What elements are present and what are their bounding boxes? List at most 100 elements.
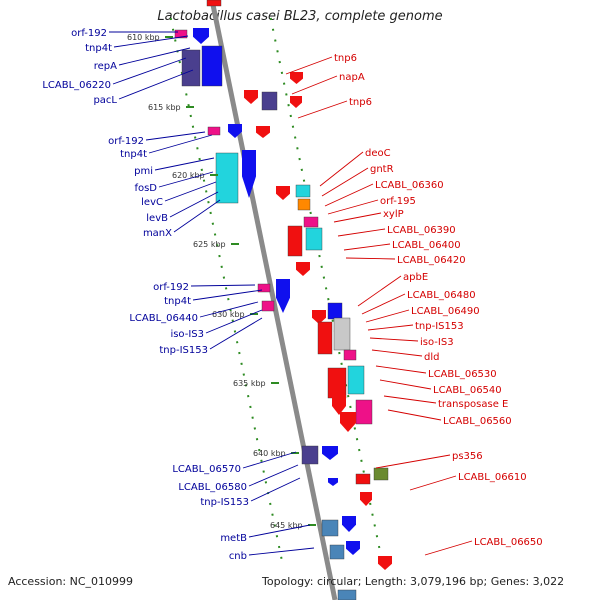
genome-backbone — [209, 0, 338, 600]
gene-27 — [333, 317, 351, 351]
left-leader-13 — [192, 289, 263, 301]
right-label-22: LCABL_06610 — [458, 472, 527, 483]
label-leaders — [109, 31, 473, 556]
left-label-21: cnb — [229, 551, 247, 562]
gene-20 — [296, 262, 310, 276]
gene-37 — [355, 473, 371, 485]
right-leader-6 — [327, 199, 379, 215]
gene-45 — [337, 589, 357, 600]
gene-13 — [242, 150, 256, 198]
right-label-19: transposase E — [438, 399, 508, 410]
right-leader-22 — [409, 475, 457, 491]
kbp-marker-2: 620 kbp — [172, 171, 205, 180]
right-leader-15 — [369, 337, 419, 342]
left-leader-12 — [190, 284, 256, 287]
gene-38 — [373, 467, 389, 481]
right-label-17: LCABL_06530 — [428, 369, 497, 380]
right-label-23: LCABL_06650 — [474, 537, 543, 548]
left-leader-21 — [248, 547, 315, 556]
gene-18 — [287, 225, 303, 257]
left-leader-1 — [113, 35, 189, 48]
gene-16 — [297, 198, 311, 211]
accession-text: Accession: NC_010999 — [8, 575, 134, 588]
left-label-18: LCABL_06580 — [178, 482, 247, 493]
right-label-4: gntR — [370, 164, 394, 175]
left-label-9: levC — [141, 197, 163, 208]
left-label-10: levB — [146, 213, 168, 224]
right-leader-10 — [345, 257, 396, 260]
gene-28 — [343, 349, 357, 361]
gene-5 — [244, 90, 258, 104]
right-leader-14 — [367, 324, 414, 331]
left-leader-11 — [173, 199, 221, 233]
right-leader-11 — [357, 275, 402, 307]
right-leader-9 — [343, 243, 391, 251]
kbp-marker-1: 615 kbp — [148, 103, 181, 112]
left-leader-3 — [112, 57, 187, 85]
right-label-7: xylP — [383, 209, 404, 220]
left-label-19: tnp-IS153 — [200, 497, 249, 508]
gene-2 — [193, 28, 209, 44]
left-label-3: LCABL_06220 — [42, 80, 111, 91]
kbp-marker-7: 645 kbp — [270, 521, 303, 530]
gene-4 — [201, 45, 223, 87]
kbp-marker-5: 635 kbp — [233, 379, 266, 388]
gene-42 — [329, 544, 345, 560]
left-label-5: orf-192 — [108, 136, 144, 147]
right-leader-18 — [379, 379, 432, 390]
track-guides — [169, 17, 383, 561]
track-dots-0 — [169, 17, 283, 561]
left-leader-20 — [248, 524, 311, 538]
left-label-20: metB — [220, 533, 247, 544]
gene-features — [174, 0, 392, 600]
right-label-20: LCABL_06560 — [443, 416, 512, 427]
right-label-18: LCABL_06540 — [433, 385, 502, 396]
right-leader-0 — [285, 56, 333, 75]
left-leader-7 — [154, 157, 215, 171]
left-label-11: manX — [143, 228, 172, 239]
right-label-12: LCABL_06480 — [407, 290, 476, 301]
gene-1 — [174, 29, 188, 39]
right-label-6: orf-195 — [380, 196, 416, 207]
right-label-16: dld — [424, 352, 439, 363]
right-label-10: LCABL_06420 — [397, 255, 466, 266]
gene-23 — [261, 300, 275, 312]
right-leader-20 — [387, 409, 442, 421]
left-label-7: pmi — [134, 166, 153, 177]
gene-15 — [295, 184, 311, 198]
gene-34 — [301, 445, 319, 465]
left-leader-18 — [248, 464, 299, 487]
left-leader-6 — [148, 134, 213, 154]
left-leader-9 — [164, 181, 217, 202]
gene-22 — [276, 279, 290, 313]
right-leader-3 — [319, 151, 364, 187]
right-leader-12 — [361, 293, 406, 315]
gene-29 — [327, 367, 347, 399]
left-leader-17 — [242, 451, 297, 469]
right-label-15: iso-IS3 — [420, 337, 454, 348]
gene-39 — [360, 492, 372, 506]
kbp-marker-3: 625 kbp — [193, 240, 226, 249]
gene-17 — [303, 216, 319, 228]
gene-44 — [378, 556, 392, 570]
backbone-line — [209, 0, 338, 600]
right-leader-1 — [291, 75, 338, 95]
left-label-2: repA — [94, 61, 117, 72]
gene-19 — [305, 227, 323, 251]
right-leader-7 — [333, 212, 382, 223]
right-label-13: LCABL_06490 — [411, 306, 480, 317]
gene-26 — [317, 321, 333, 355]
left-label-0: orf-192 — [71, 28, 107, 39]
right-leader-2 — [297, 100, 348, 119]
right-label-8: LCABL_06390 — [387, 225, 456, 236]
gene-labels: orf-192tnp4trepALCABL_06220pacLorf-192tn… — [42, 28, 542, 562]
gene-31 — [332, 395, 346, 415]
right-label-1: napA — [339, 72, 365, 83]
gene-9 — [256, 126, 270, 138]
gene-43 — [346, 541, 360, 555]
right-label-0: tnp6 — [334, 53, 357, 64]
left-label-15: iso-IS3 — [170, 329, 204, 340]
gene-32 — [355, 399, 373, 425]
track-dots-1 — [269, 17, 383, 561]
gene-24 — [312, 310, 326, 324]
